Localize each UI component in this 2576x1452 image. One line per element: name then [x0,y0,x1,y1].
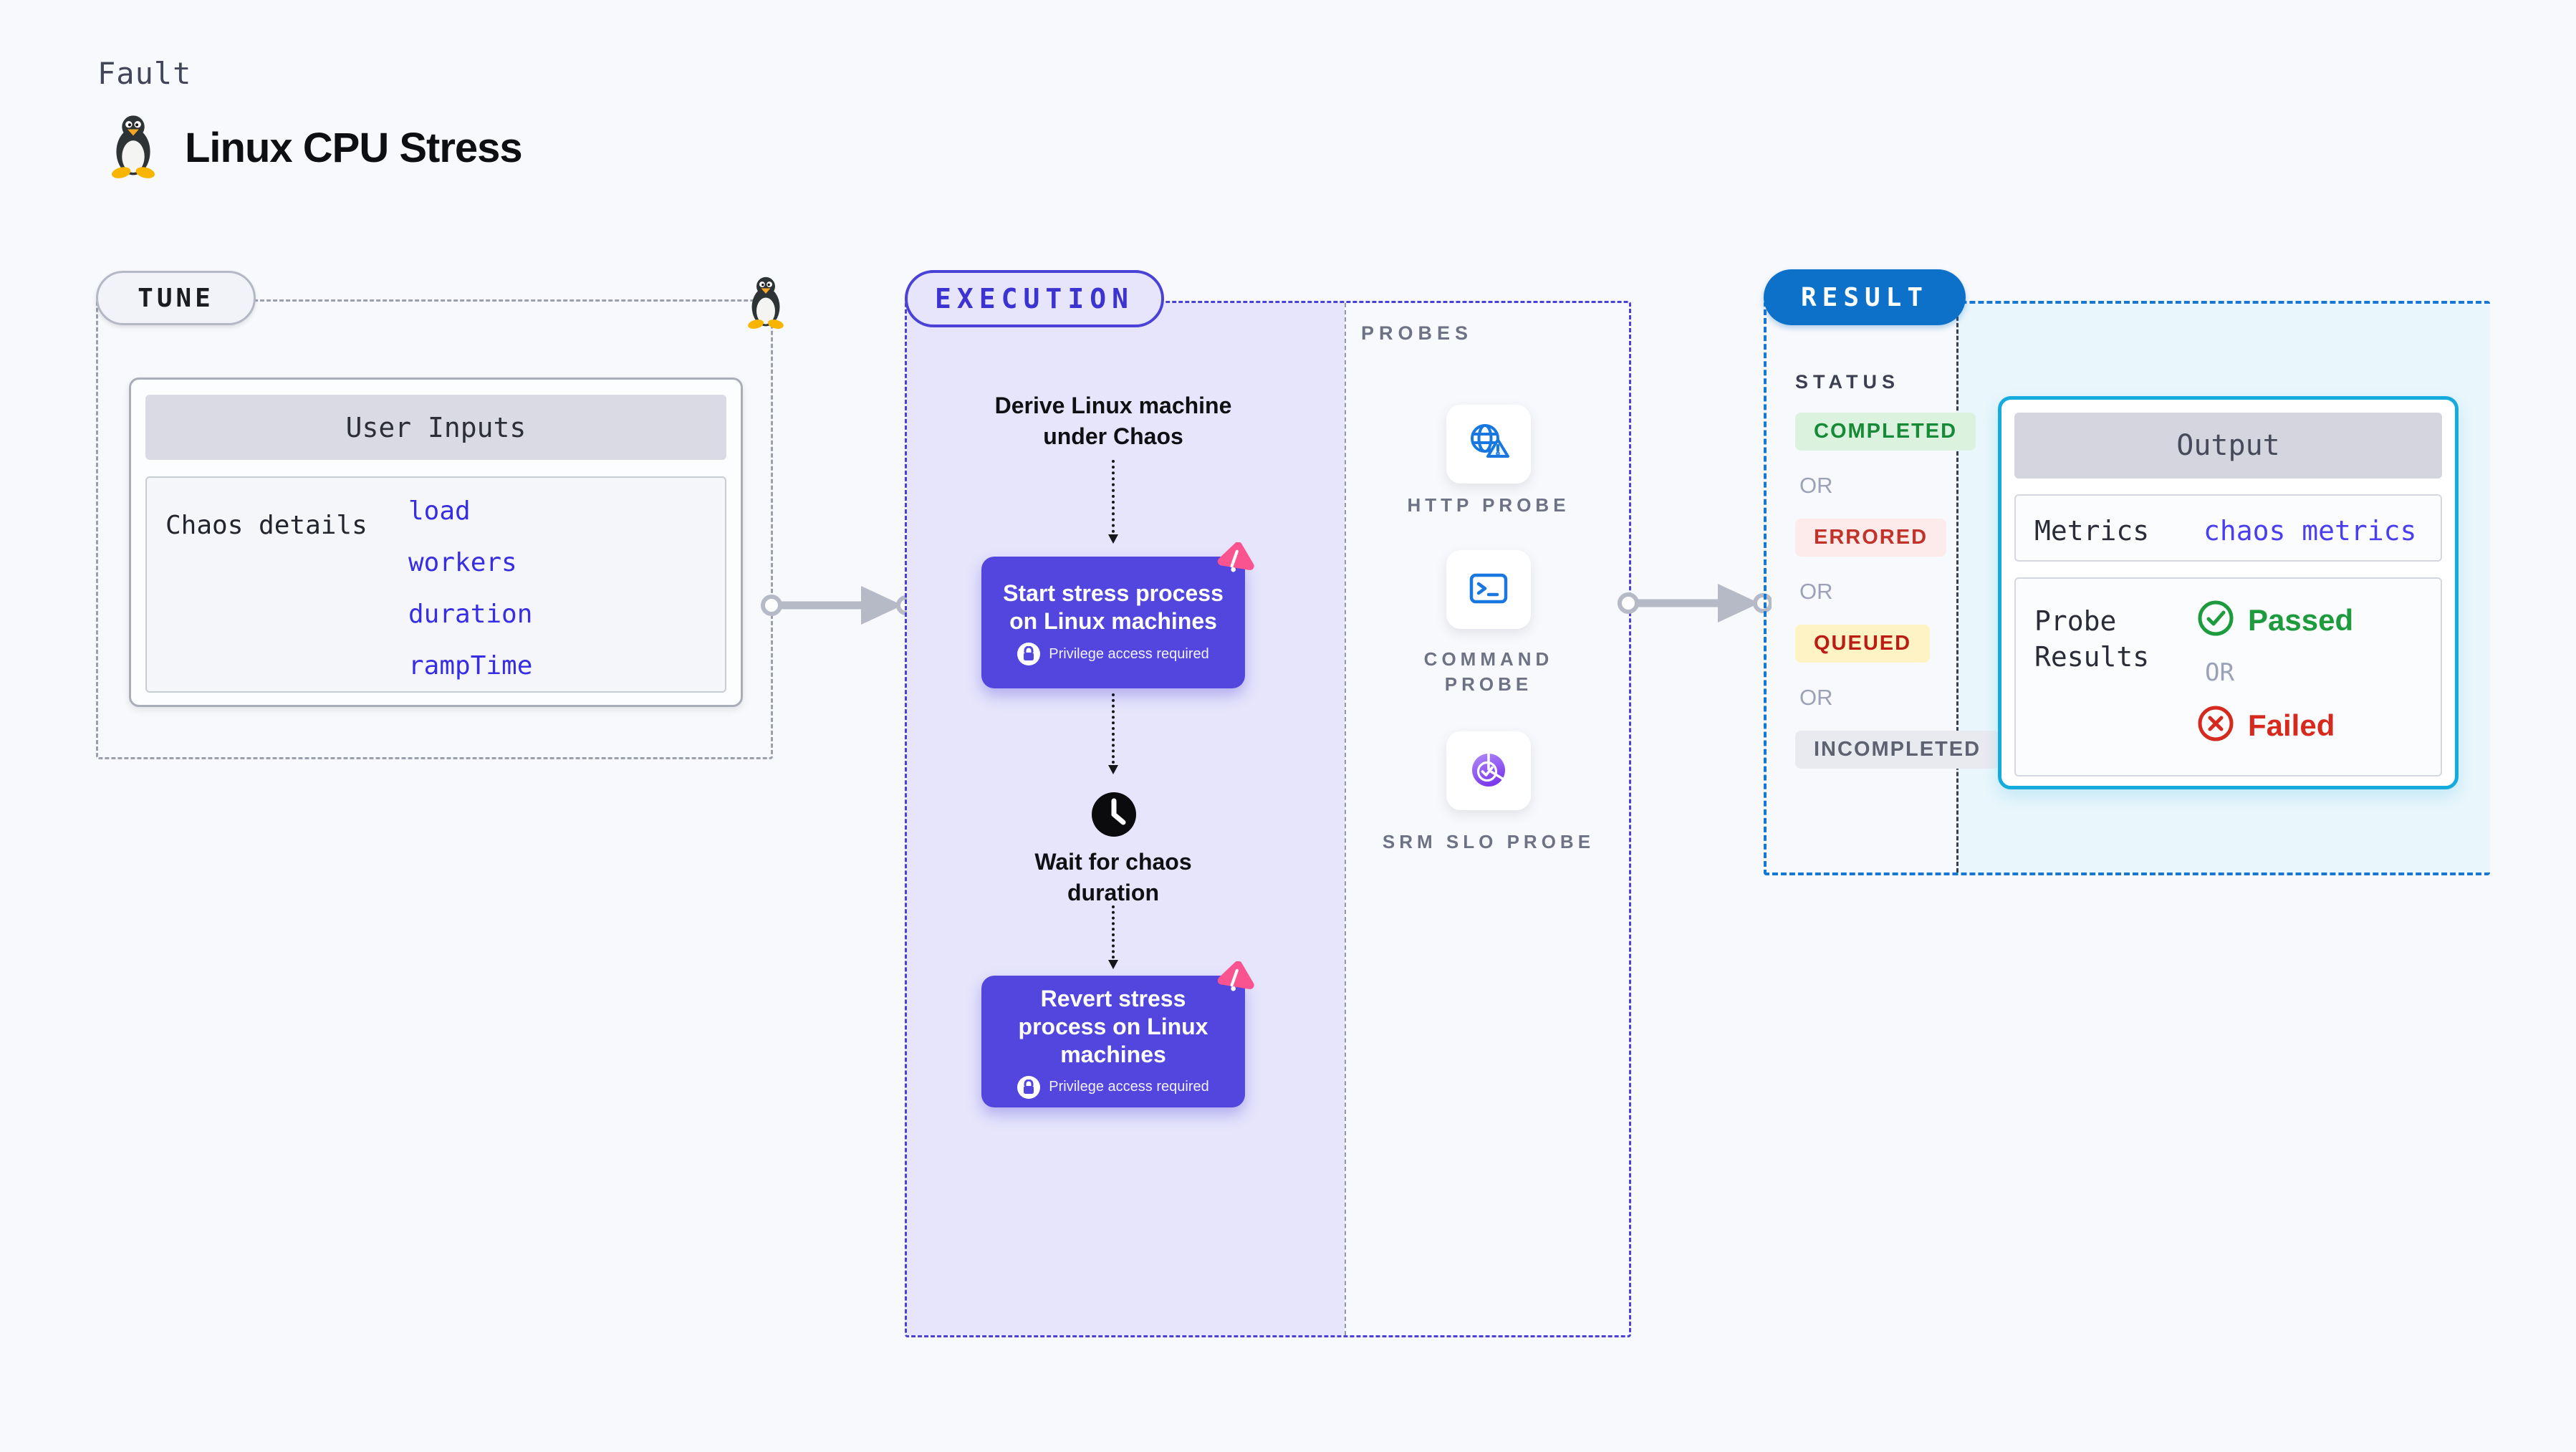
arrow-tune-to-execution [761,582,915,628]
revert-stress-node: Revert stress process on Linux machines … [981,976,1245,1107]
tux-penguin-icon-small [744,275,788,333]
result-badge: RESULT [1764,269,1966,325]
chaos-param-list: load workers duration rampTime [408,496,532,681]
command-probe-card [1446,550,1531,629]
status-stack: COMPLETED OR ERRORED OR QUEUED OR INCOMP… [1795,413,2000,791]
user-inputs-card: User Inputs Chaos details load workers d… [129,378,743,707]
connector-derive-to-start [1108,460,1118,544]
param-link-ramptime[interactable]: rampTime [408,651,533,681]
clock-icon [1090,791,1138,842]
chaos-logo-icon [1215,961,1256,1006]
globe-alert-icon [1464,420,1513,469]
status-badge-incompleted: INCOMPLETED [1795,731,2000,769]
probe-results-row: Probe Results Passed OR [2014,577,2442,777]
privilege-note: Privilege access required [1049,1079,1209,1095]
output-card: Output Metrics chaos metrics Probe Resul… [1998,396,2459,789]
connector-start-to-wait [1108,693,1118,774]
status-badge-completed: COMPLETED [1795,413,1976,451]
command-probe-label: COMMAND PROBE [1423,648,1554,695]
arrow-execution-to-result [1618,580,1772,626]
probes-divider [1345,303,1346,1335]
status-badge-queued: QUEUED [1795,625,1931,663]
status-or: OR [1799,473,1833,498]
status-badge-errored: ERRORED [1795,519,1947,557]
check-circle-icon [2196,599,2235,641]
x-circle-icon [2196,704,2235,746]
metrics-row: Metrics chaos metrics [2014,494,2442,562]
wait-step-text: Wait for chaos duration [1034,849,1192,905]
revert-stress-title: Revert stress process on Linux machines [1018,985,1208,1067]
lock-icon [1017,643,1041,665]
chaos-metrics-link[interactable]: chaos metrics [2203,515,2417,547]
param-link-load[interactable]: load [408,496,471,526]
http-probe-label: HTTP PROBE [1407,494,1570,516]
tune-badge: TUNE [96,271,256,325]
output-title: Output [2014,413,2442,479]
status-or: OR [1799,685,1833,710]
user-inputs-title: User Inputs [145,395,726,460]
http-probe-card [1446,405,1531,484]
execution-badge: EXECUTION [905,270,1164,327]
passed-label: Passed [2248,602,2354,637]
start-stress-title: Start stress process on Linux machines [1003,580,1224,634]
srm-slo-probe-card [1446,731,1531,810]
probes-label: PROBES [1361,322,1474,344]
privilege-note: Privilege access required [1049,645,1209,662]
chaos-details-row: Chaos details load workers duration ramp… [145,476,726,693]
param-link-workers[interactable]: workers [408,548,517,577]
probe-results-label: Probe Results [2034,605,2150,673]
lock-icon [1017,1075,1041,1099]
terminal-icon [1466,565,1512,615]
verdict-column: Passed OR Failed [2196,599,2353,746]
verdict-or: OR [2205,658,2234,687]
connector-wait-to-revert [1108,905,1118,969]
result-divider [1956,304,1959,872]
slo-donut-icon [1465,746,1512,797]
param-link-duration[interactable]: duration [408,600,533,629]
status-label: STATUS [1795,371,1900,393]
tux-penguin-icon [106,113,160,183]
metrics-label: Metrics [2034,515,2150,547]
derive-step-text: Derive Linux machine under Chaos [994,393,1232,449]
failed-label: Failed [2248,708,2335,742]
chaos-details-label: Chaos details [165,511,367,540]
status-or: OR [1799,579,1833,604]
start-stress-node: Start stress process on Linux machines P… [981,557,1245,688]
page-title: Linux CPU Stress [185,125,523,171]
srm-slo-probe-label: SRM SLO PROBE [1382,831,1595,852]
chaos-logo-icon [1215,542,1256,587]
fault-label: Fault [97,56,192,91]
tune-section [96,299,773,759]
